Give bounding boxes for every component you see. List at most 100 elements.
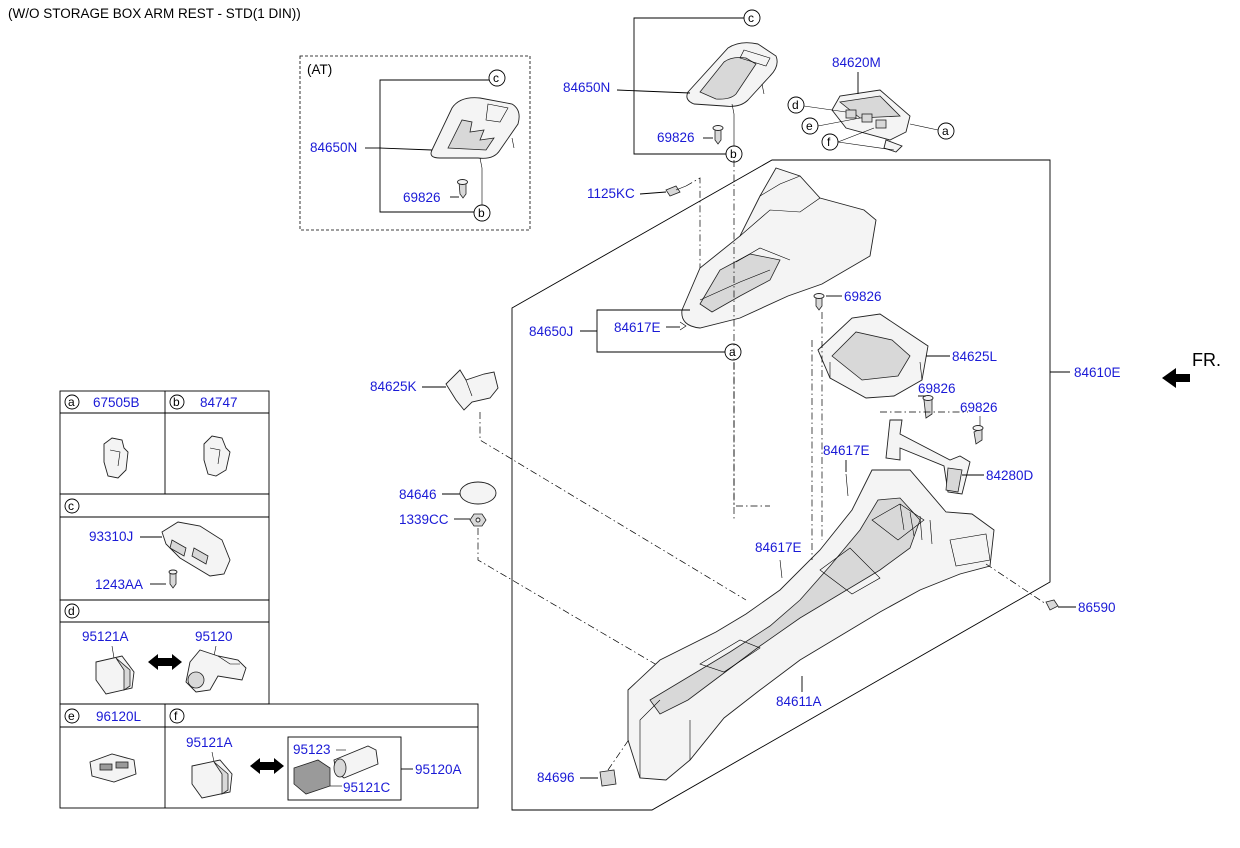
diagram-title: (W/O STORAGE BOX ARM REST - STD(1 DIN)) xyxy=(8,6,301,21)
svg-text:c: c xyxy=(493,71,499,85)
part-69826-mid[interactable]: 69826 xyxy=(844,289,882,304)
part-84610E[interactable]: 84610E xyxy=(1074,365,1121,380)
legend-part-95120-d[interactable]: 95120 xyxy=(195,629,233,644)
legend-part-1243AA[interactable]: 1243AA xyxy=(95,577,143,592)
socket-95123-part xyxy=(333,745,379,779)
part-84646[interactable]: 84646 xyxy=(399,487,437,502)
legend-a-circle xyxy=(64,394,80,410)
legend-b-circle xyxy=(169,394,185,410)
screw-69826-r1 xyxy=(922,395,934,419)
legend-part-84747[interactable]: 84747 xyxy=(200,395,238,410)
part-84620M[interactable]: 84620M xyxy=(832,55,881,70)
clip-69826-mid xyxy=(813,293,825,311)
svg-text:c: c xyxy=(748,11,754,25)
bolt-1125KC xyxy=(665,185,687,197)
part-84650J[interactable]: 84650J xyxy=(529,324,573,339)
svg-text:e: e xyxy=(806,119,813,133)
bracket-84280D-part xyxy=(885,419,971,495)
switch-panel-part xyxy=(831,89,911,153)
screw-1243AA-part xyxy=(168,569,178,589)
part-84617E-c[interactable]: 84617E xyxy=(755,540,802,555)
clip-67505B-part xyxy=(103,437,129,479)
double-arrow-f xyxy=(250,758,284,774)
part-69826-at[interactable]: 69826 xyxy=(403,190,441,205)
tray-84625L-part xyxy=(817,313,929,399)
part-84650N-at[interactable]: 84650N xyxy=(310,140,357,155)
part-86590[interactable]: 86590 xyxy=(1078,600,1116,615)
bracket-84625K-part xyxy=(445,369,499,411)
cap-84696-part xyxy=(599,769,617,787)
svg-text:b: b xyxy=(730,147,737,161)
screw-69826-r2 xyxy=(972,425,984,445)
callout-e xyxy=(801,117,819,135)
legend-e-circle xyxy=(64,708,80,724)
svg-text:f: f xyxy=(174,709,178,723)
upper-console-cover-part xyxy=(681,167,877,329)
part-84696[interactable]: 84696 xyxy=(537,770,575,785)
part-84617E-b[interactable]: 84617E xyxy=(823,443,870,458)
legend-part-93310J[interactable]: 93310J xyxy=(89,529,133,544)
usb-96120L-part xyxy=(89,753,137,783)
mt-shift-cover-part xyxy=(686,42,778,115)
assembly-outline xyxy=(511,159,1051,811)
screw-86590-part xyxy=(1045,599,1059,611)
front-direction-arrow xyxy=(1162,368,1190,388)
legend-part-95123[interactable]: 95123 xyxy=(293,742,331,757)
callout-a-mid xyxy=(724,343,742,361)
legend-table xyxy=(59,390,479,809)
svg-text:b: b xyxy=(478,206,485,220)
callout-b-at xyxy=(473,204,491,222)
nut-1339CC-part xyxy=(469,513,487,527)
cap-95121A-f-part xyxy=(191,759,233,799)
clip-84747-part xyxy=(203,435,231,477)
at-clip-part xyxy=(457,179,468,199)
svg-text:b: b xyxy=(173,395,180,409)
svg-text:a: a xyxy=(942,124,949,138)
callout-c-top xyxy=(743,9,761,27)
legend-part-95121A-f[interactable]: 95121A xyxy=(186,735,233,750)
svg-text:a: a xyxy=(729,345,736,359)
switch-93310J-part xyxy=(161,521,231,577)
part-84611A[interactable]: 84611A xyxy=(776,694,822,709)
legend-f-circle xyxy=(169,708,185,724)
part-69826-r1[interactable]: 69826 xyxy=(918,381,956,396)
legend-part-67505B[interactable]: 67505B xyxy=(93,395,140,410)
part-84625K[interactable]: 84625K xyxy=(370,379,417,394)
callout-d xyxy=(787,96,805,114)
legend-part-95121C[interactable]: 95121C xyxy=(343,780,391,795)
legend-part-95120A[interactable]: 95120A xyxy=(415,762,462,777)
kit-95120A-box xyxy=(287,736,402,801)
svg-text:f: f xyxy=(827,135,831,149)
at-label: (AT) xyxy=(307,62,332,77)
part-1125KC[interactable]: 1125KC xyxy=(587,186,635,201)
svg-text:e: e xyxy=(68,709,75,723)
at-variant-box xyxy=(299,55,531,231)
socket-95120-d-part xyxy=(185,649,247,693)
at-shift-cover-part xyxy=(430,97,520,169)
legend-d-circle xyxy=(64,603,80,619)
part-84280D[interactable]: 84280D xyxy=(986,468,1034,483)
part-69826-r2[interactable]: 69826 xyxy=(960,400,998,415)
legend-part-95121A-d[interactable]: 95121A xyxy=(82,629,129,644)
console-body-84611A-part xyxy=(627,469,995,781)
svg-text:d: d xyxy=(68,604,75,618)
legend-c-circle xyxy=(64,498,80,514)
front-direction-label: FR. xyxy=(1192,350,1221,370)
cap-95121C-part xyxy=(293,759,331,795)
legend-part-96120L[interactable]: 96120L xyxy=(96,709,142,724)
part-84650N-top[interactable]: 84650N xyxy=(563,80,610,95)
callout-c-at xyxy=(488,69,506,87)
cap-84646-part xyxy=(459,481,497,505)
mt-clip-part xyxy=(712,125,724,145)
callout-f xyxy=(821,133,839,151)
svg-text:d: d xyxy=(792,98,799,112)
part-69826-top[interactable]: 69826 xyxy=(657,130,695,145)
part-84625L[interactable]: 84625L xyxy=(952,349,998,364)
part-84617E-a[interactable]: 84617E xyxy=(614,320,661,335)
svg-text:a: a xyxy=(68,395,75,409)
svg-text:c: c xyxy=(68,499,74,513)
part-1339CC[interactable]: 1339CC xyxy=(399,512,449,527)
cap-95121A-d-part xyxy=(95,655,135,695)
callout-a-right xyxy=(937,122,955,140)
